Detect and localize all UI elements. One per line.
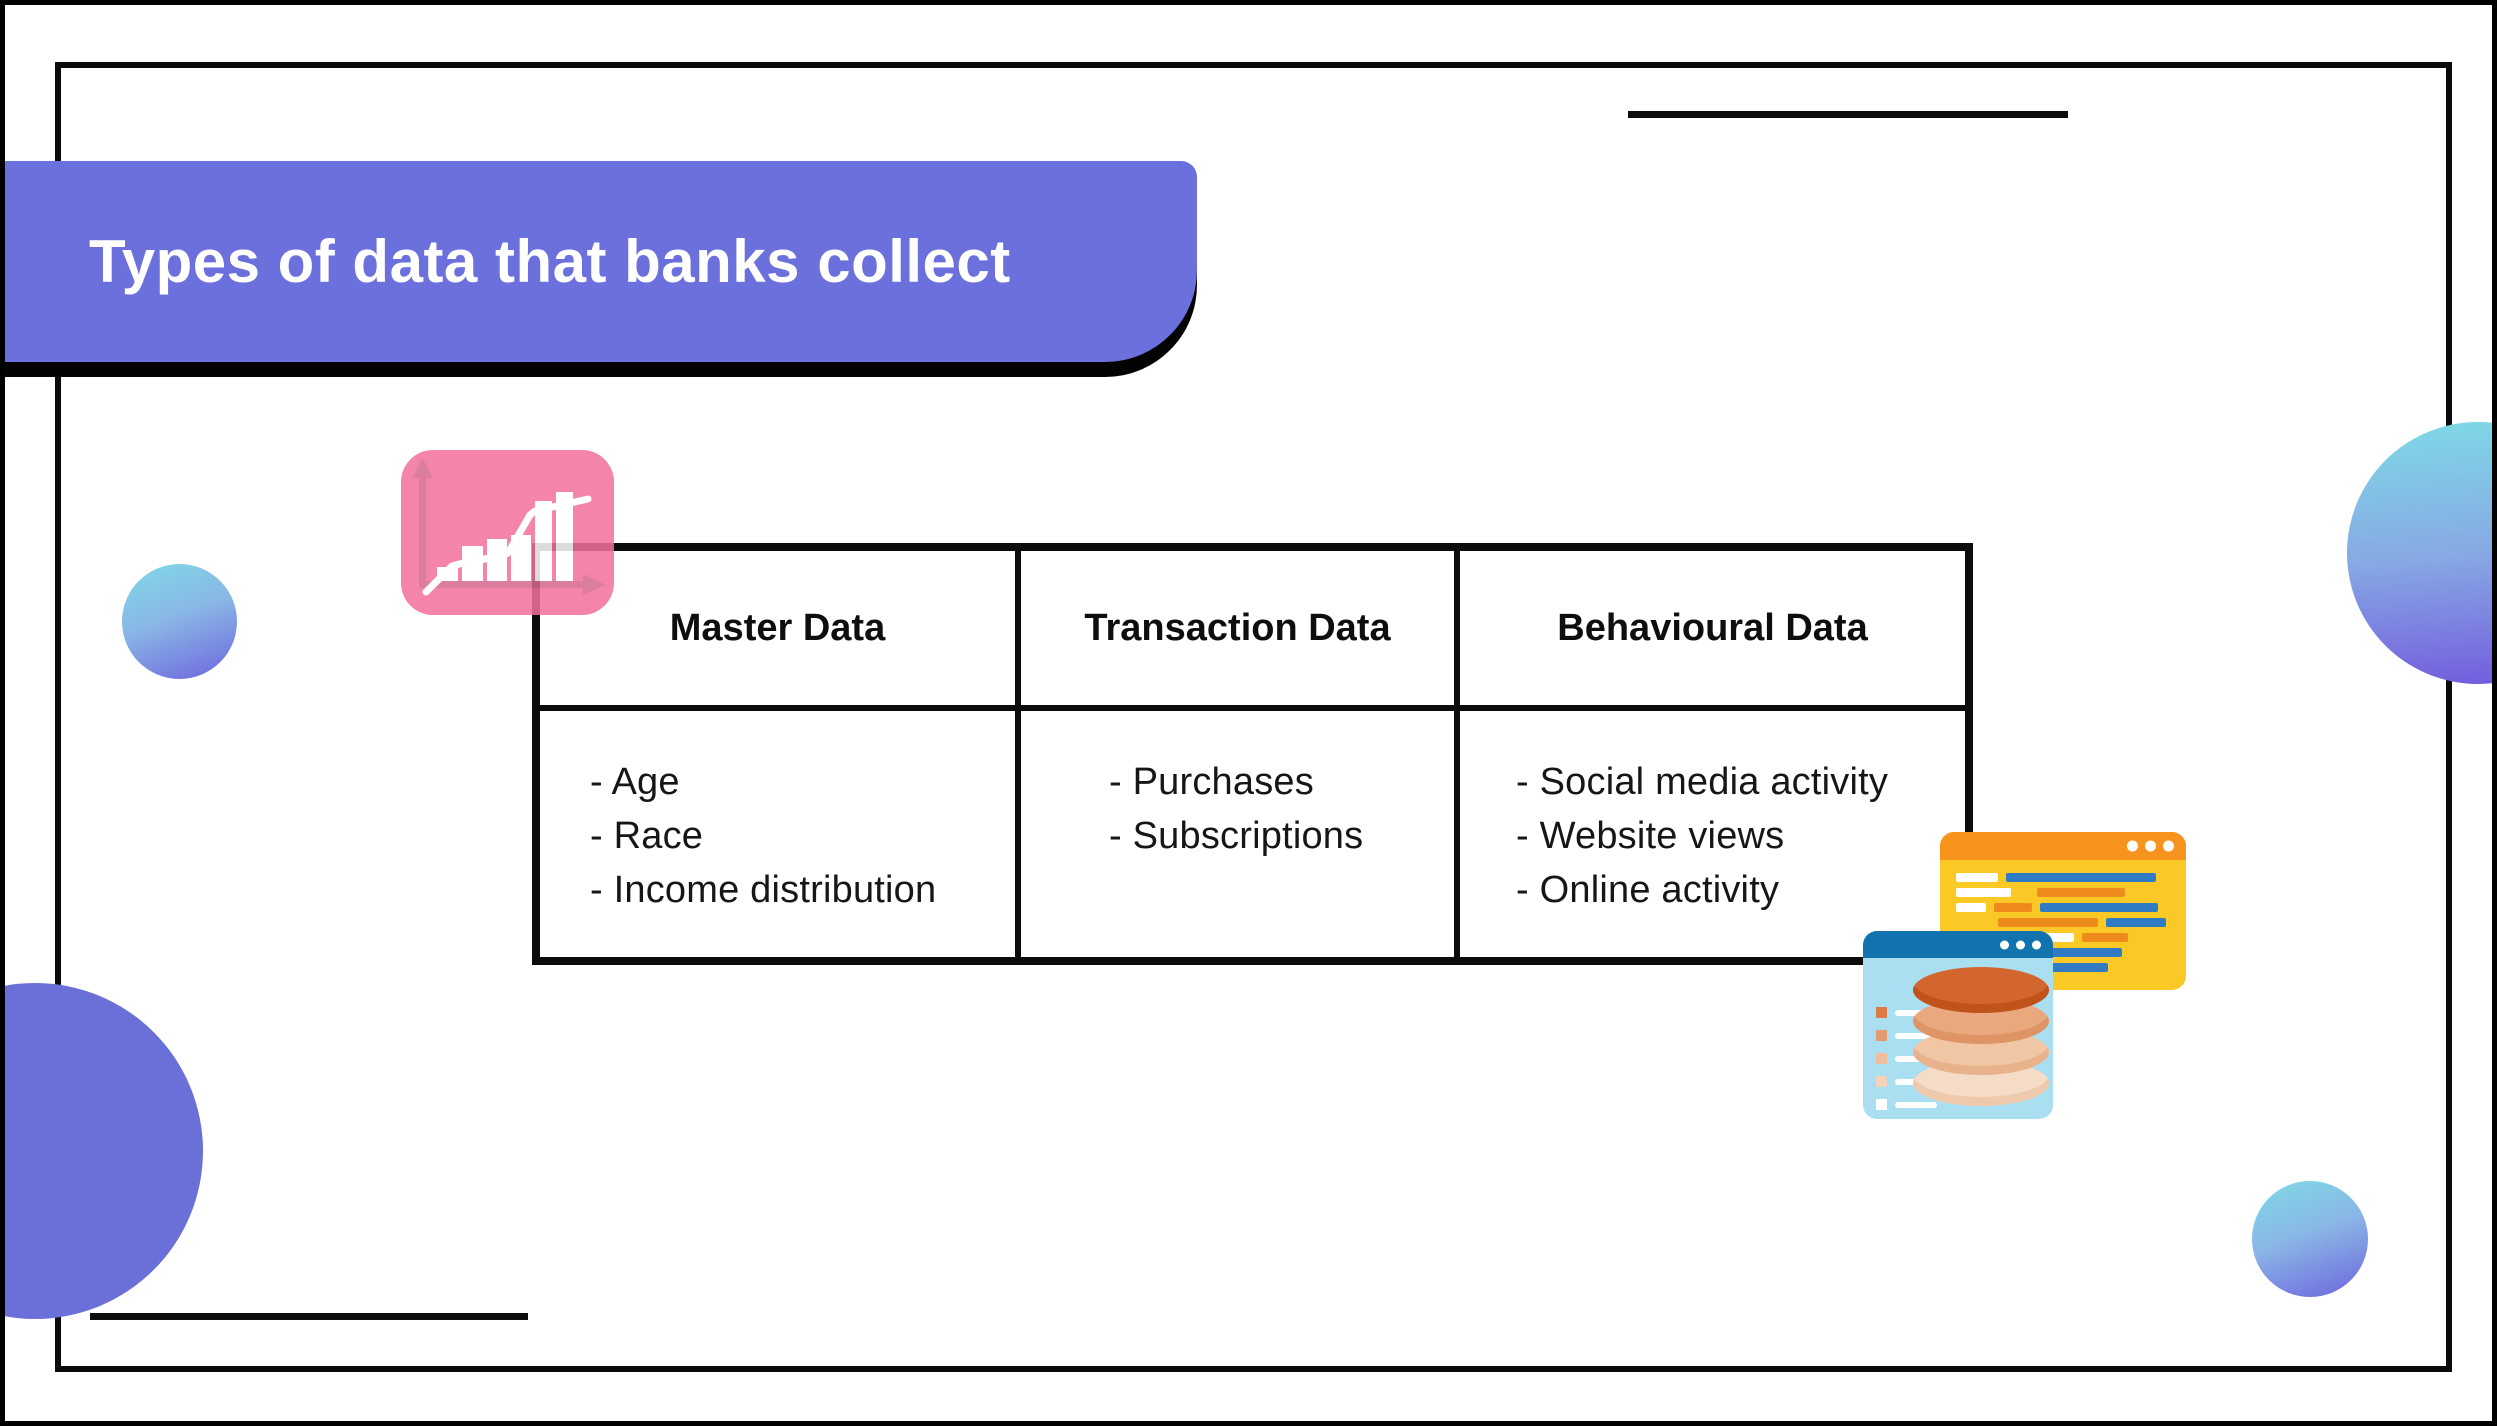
list-item: - Website views xyxy=(1516,815,1785,857)
list-item: - Income distribution xyxy=(590,869,937,911)
column-header: Transaction Data xyxy=(1021,551,1454,711)
window-dots-icon xyxy=(2000,940,2041,949)
column-body: - Purchases - Subscriptions xyxy=(1021,711,1454,957)
deco-line-bottom-left xyxy=(90,1313,528,1320)
list-item: - Age xyxy=(590,761,680,803)
list-item: - Race xyxy=(590,815,704,857)
database-browser-window-icon xyxy=(1863,931,2053,1119)
deco-circle-left xyxy=(122,564,237,679)
list-item: - Online activity xyxy=(1516,869,1780,911)
deco-circle-bottom-right xyxy=(2252,1181,2368,1297)
page-title: Types of data that banks collect xyxy=(89,228,1011,295)
column-header: Master Data xyxy=(540,551,1015,711)
deco-line-top-right xyxy=(1628,111,2068,118)
title-banner: Types of data that banks collect xyxy=(5,161,1197,362)
column-body: - Social media activity - Website views … xyxy=(1460,711,1965,957)
growth-chart-icon xyxy=(401,450,614,615)
list-item: - Subscriptions xyxy=(1109,815,1364,857)
database-stack-icon xyxy=(1913,967,2049,1115)
table-column-master-data: Master Data - Age - Race - Income distri… xyxy=(540,551,1015,957)
list-item: - Social media activity xyxy=(1516,761,1889,803)
column-header: Behavioural Data xyxy=(1460,551,1965,711)
window-dots-icon xyxy=(2127,840,2174,852)
window-titlebar xyxy=(1940,832,2186,860)
table-column-behavioural-data: Behavioural Data - Social media activity… xyxy=(1454,551,1965,957)
list-item: - Purchases xyxy=(1109,761,1314,803)
window-titlebar xyxy=(1863,931,2053,958)
inner-frame-border xyxy=(55,62,2452,1372)
data-types-table: Master Data - Age - Race - Income distri… xyxy=(532,543,1973,965)
table-column-transaction-data: Transaction Data - Purchases - Subscript… xyxy=(1015,551,1454,957)
column-body: - Age - Race - Income distribution xyxy=(540,711,1015,957)
